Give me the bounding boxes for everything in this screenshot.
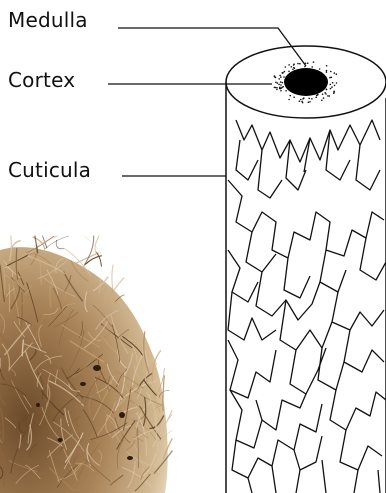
- cortex-stipple-dot: [292, 69, 294, 71]
- hair-shaft: [226, 46, 386, 493]
- cortex-stipple-dot: [336, 73, 338, 75]
- cortex-stipple-dot: [330, 88, 332, 90]
- cortex-stipple-dot: [311, 66, 313, 68]
- cortex-stipple-dot: [276, 87, 278, 89]
- cortex-stipple-dot: [300, 99, 302, 101]
- cortex-stipple-dot: [308, 101, 310, 103]
- cortex-stipple-dot: [319, 68, 321, 70]
- cortex-label: Cortex: [8, 68, 75, 92]
- cortex-stipple-dot: [278, 84, 280, 86]
- cortex-stipple-dot: [283, 76, 285, 78]
- cortex-stipple-dot: [309, 101, 311, 103]
- cortex-stipple-dot: [280, 81, 282, 83]
- cortex-stipple-dot: [333, 91, 335, 93]
- medulla-core: [284, 68, 328, 96]
- cortex-stipple-dot: [302, 102, 304, 104]
- cuticula-scales: [228, 120, 386, 493]
- cortex-stipple-dot: [282, 72, 284, 74]
- cortex-stipple-dot: [326, 89, 328, 91]
- cortex-stipple-dot: [282, 82, 284, 84]
- cortex-stipple-dot: [313, 61, 315, 63]
- cortex-stipple-dot: [321, 100, 323, 102]
- cortex-stipple-dot: [311, 98, 313, 100]
- cortex-stipple-dot: [285, 66, 287, 68]
- cortex-stipple-dot: [332, 82, 334, 84]
- cortex-stipple-dot: [288, 64, 290, 66]
- cortex-stipple-dot: [331, 77, 333, 79]
- cortex-stipple-dot: [288, 71, 290, 73]
- cortex-stipple-dot: [280, 84, 282, 86]
- cortex-stipple-dot: [280, 90, 282, 92]
- cortex-stipple-dot: [330, 84, 332, 86]
- cortex-stipple-dot: [331, 86, 333, 88]
- cortex-stipple-dot: [293, 67, 295, 69]
- cortex-stipple-dot: [307, 62, 309, 64]
- cortex-stipple-dot: [336, 82, 338, 84]
- cuticula-label: Cuticula: [8, 158, 91, 182]
- cortex-stipple-dot: [278, 78, 280, 80]
- hair-ball-body: [0, 247, 168, 493]
- cortex-stipple-dot: [326, 65, 328, 67]
- cortex-stipple-dot: [293, 96, 295, 98]
- cortex-stipple-dot: [274, 87, 276, 89]
- cortex-stipple-dot: [308, 98, 310, 100]
- cortex-stipple-dot: [280, 76, 282, 78]
- cortex-stipple-dot: [315, 97, 317, 99]
- cortex-stipple-dot: [288, 99, 290, 101]
- cortex-stipple-dot: [299, 63, 301, 65]
- cortex-stipple-dot: [330, 71, 332, 73]
- cortex-stipple-dot: [317, 94, 319, 96]
- hair-ball-photo: [0, 236, 172, 493]
- cortex-stipple-dot: [282, 86, 284, 88]
- cortex-stipple-dot: [289, 95, 291, 97]
- cortex-stipple-dot: [333, 92, 335, 94]
- hair-fiber: [95, 236, 99, 254]
- hair-fiber: [56, 240, 64, 249]
- cortex-stipple-dot: [327, 95, 329, 97]
- cortex-stipple-dot: [277, 82, 279, 84]
- cortex-stipple-dot: [274, 75, 276, 77]
- cortex-stipple-dot: [326, 71, 328, 73]
- cortex-stipple-dot: [329, 95, 331, 97]
- cortex-stipple-dot: [285, 90, 287, 92]
- cortex-stipple-dot: [325, 93, 327, 95]
- cortex-stipple-dot: [293, 63, 295, 65]
- cortex-stipple-dot: [276, 89, 278, 91]
- cortex-stipple-dot: [323, 97, 325, 99]
- cortex-stipple-dot: [302, 98, 304, 100]
- cortex-stipple-dot: [334, 85, 336, 87]
- cortex-stipple-dot: [322, 93, 324, 95]
- cortex-stipple-dot: [275, 82, 277, 84]
- cortex-stipple-dot: [279, 75, 281, 77]
- cortex-stipple-dot: [326, 70, 328, 72]
- cortex-stipple-dot: [284, 71, 286, 73]
- medulla-label: Medulla: [8, 8, 88, 32]
- cortex-stipple-dot: [280, 88, 282, 90]
- cortex-stipple-dot: [299, 100, 301, 102]
- cortex-stipple-dot: [334, 72, 336, 74]
- cortex-stipple-dot: [297, 63, 299, 65]
- cortex-stipple-dot: [291, 66, 293, 68]
